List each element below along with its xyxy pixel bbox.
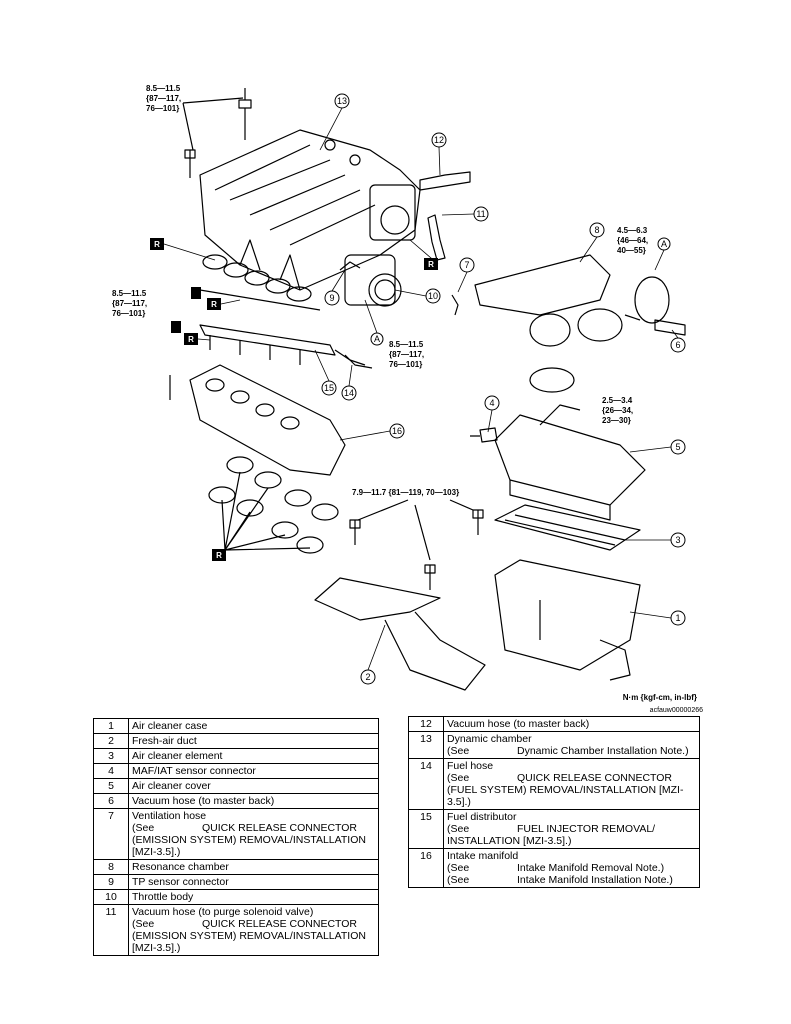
callout-15: 15 xyxy=(324,383,334,393)
ventilation-hose-7 xyxy=(451,294,459,316)
table-row: 11 Vacuum hose (to purge solenoid valve)… xyxy=(93,904,379,956)
r-mark: R xyxy=(211,300,217,309)
callout-14: 14 xyxy=(344,388,354,398)
leader-lines xyxy=(163,239,439,341)
vacuum-hose-12 xyxy=(419,171,471,191)
reference-link[interactable]: QUICK RELEASE CONNECTOR xyxy=(202,822,358,834)
reference-link[interactable]: Intake Manifold Removal Note.) xyxy=(517,862,665,874)
reference-link[interactable]: QUICK RELEASE CONNECTOR xyxy=(202,918,358,930)
callout-a: A xyxy=(661,239,667,249)
fuel-hose-14 xyxy=(344,354,373,369)
callout-2: 2 xyxy=(365,672,370,682)
torque-spec: 4.5—6.3 xyxy=(617,226,648,235)
torque-spec: 76—101} xyxy=(389,360,422,369)
reference-link[interactable]: FUEL INJECTOR REMOVAL/ xyxy=(517,823,656,835)
callout-12: 12 xyxy=(434,135,444,145)
reference-link[interactable]: Dynamic Chamber Installation Note.) xyxy=(517,745,689,757)
vacuum-hose-6 xyxy=(654,319,686,336)
torque-spec: {26—34, xyxy=(602,406,633,415)
throttle-body xyxy=(339,254,402,307)
bolt xyxy=(349,519,361,545)
figure-id: acfauw00000266 xyxy=(650,707,703,714)
throttle-adapter xyxy=(369,184,416,241)
r-mark: R xyxy=(428,260,434,269)
callout-10: 10 xyxy=(428,291,438,301)
air-cleaner-case xyxy=(494,559,641,681)
reference-link[interactable]: Intake Manifold Installation Note.) xyxy=(517,874,673,886)
leader-lines xyxy=(314,107,679,671)
air-cleaner-element xyxy=(494,504,641,551)
callout-4: 4 xyxy=(489,398,494,408)
torque-spec: 8.5—11.5 xyxy=(389,340,424,349)
resonance-chamber xyxy=(474,254,641,347)
r-mark: R xyxy=(216,551,222,560)
air-cleaner-cover xyxy=(494,404,646,521)
hose-clamp-lower xyxy=(529,367,575,393)
r-mark: R xyxy=(154,240,160,249)
r-badges xyxy=(150,238,438,561)
callout-6: 6 xyxy=(675,340,680,350)
torque-spec: 2.5—3.4 xyxy=(602,396,633,405)
fresh-air-duct xyxy=(314,577,486,691)
bolt xyxy=(424,564,436,590)
torque-spec: 7.9—11.7 {81—119, 70—103} xyxy=(352,488,459,497)
dynamic-chamber xyxy=(199,129,421,291)
callout-13: 13 xyxy=(337,96,347,106)
callout-11: 11 xyxy=(476,209,485,219)
torque-spec: {46—64, xyxy=(617,236,648,245)
torque-spec: {87—117, xyxy=(389,350,424,359)
torque-spec: 8.5—11.5 xyxy=(146,84,181,93)
callout-3: 3 xyxy=(675,535,680,545)
callout-8: 8 xyxy=(594,225,599,235)
callout-5: 5 xyxy=(675,442,680,452)
callout-9: 9 xyxy=(329,293,334,303)
torque-spec: 23—30} xyxy=(602,416,631,425)
r-mark: R xyxy=(188,335,194,344)
fuel-distributor xyxy=(199,289,366,366)
vacuum-hose-11 xyxy=(427,214,446,261)
reference-link[interactable]: QUICK RELEASE CONNECTOR xyxy=(517,772,673,784)
leader-lines xyxy=(357,499,474,561)
torque-spec: 76—101} xyxy=(146,104,179,113)
units-note: N·m {kgf-cm, in-lbf} xyxy=(623,693,697,702)
intake-manifold xyxy=(169,364,346,476)
manifold-gasket-lower xyxy=(208,456,339,554)
manifold-gasket-upper xyxy=(202,254,312,302)
torque-spec: {87—117, xyxy=(146,94,181,103)
hose-clamp xyxy=(634,276,670,324)
torque-spec: 76—101} xyxy=(112,309,145,318)
callouts xyxy=(321,93,686,685)
torque-spec: 8.5—11.5 xyxy=(112,289,147,298)
exploded-view-diagram: 1 2 3 4 5 6 7 8 9 10 11 12 13 14 15 16 A… xyxy=(112,84,703,714)
callout-1: 1 xyxy=(675,613,680,623)
torque-spec: {87—117, xyxy=(112,299,147,308)
sensor-connector xyxy=(470,427,498,443)
callout-a: A xyxy=(374,334,380,344)
callout-7: 7 xyxy=(464,260,469,270)
callout-16: 16 xyxy=(392,426,402,436)
bolt xyxy=(182,88,252,178)
bolt xyxy=(472,509,484,535)
torque-spec: 40—55} xyxy=(617,246,646,255)
